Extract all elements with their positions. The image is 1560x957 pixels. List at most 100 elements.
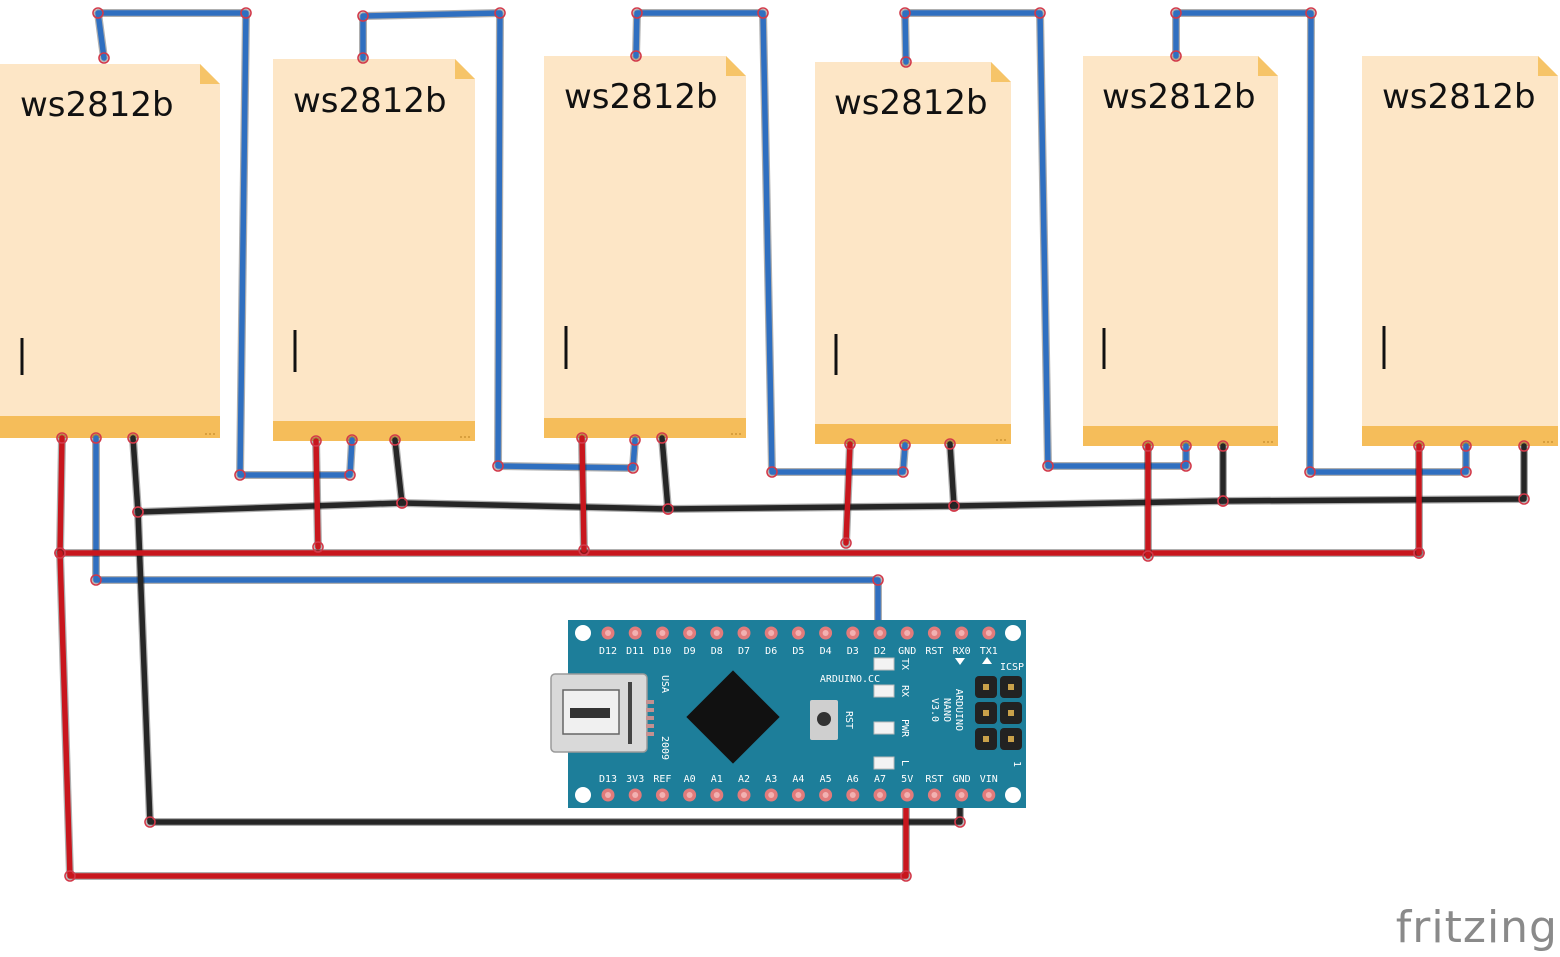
power-wire[interactable] <box>843 441 853 546</box>
wire-bendpoint[interactable] <box>1518 440 1530 452</box>
mounting-hole <box>575 787 591 803</box>
wire-bendpoint[interactable] <box>56 432 68 444</box>
model-label: V3.0 <box>929 698 940 722</box>
grip-dot <box>739 433 741 435</box>
wire-bendpoint[interactable] <box>662 503 674 515</box>
led-strip: ws2812b <box>815 62 1011 444</box>
ground-wire[interactable] <box>130 435 405 515</box>
ground-wire[interactable] <box>399 435 671 512</box>
wire-bendpoint[interactable] <box>1180 440 1192 452</box>
wire-bendpoint[interactable] <box>90 432 102 444</box>
ground-wire[interactable] <box>1220 443 1527 504</box>
wire-bendpoint[interactable] <box>127 432 139 444</box>
wire-bendpoint[interactable] <box>1413 440 1425 452</box>
wire-bendpoint[interactable] <box>627 462 639 474</box>
wire-bendpoint[interactable] <box>1217 440 1229 452</box>
wire-bendpoint[interactable] <box>98 52 110 64</box>
wire-bendpoint[interactable] <box>954 816 966 828</box>
wire-bendpoint[interactable] <box>1042 460 1054 472</box>
wire-bendpoint[interactable] <box>90 574 102 586</box>
grip-dot <box>213 433 215 435</box>
mounting-hole <box>1005 625 1021 641</box>
wire-bendpoint[interactable] <box>944 438 956 450</box>
wire-bendpoint[interactable] <box>54 547 66 559</box>
wire-bendpoint[interactable] <box>899 7 911 19</box>
wire-bendpoint[interactable] <box>346 434 358 446</box>
wire-bendpoint[interactable] <box>576 432 588 444</box>
wire-bendpoint[interactable] <box>948 500 960 512</box>
led-label: PWR <box>899 719 910 738</box>
icsp-pin-gold <box>1008 736 1014 742</box>
wire-bendpoint[interactable] <box>1142 440 1154 452</box>
data-wire-d2[interactable] <box>93 435 881 635</box>
mounting-hole <box>575 625 591 641</box>
wire-bendpoint[interactable] <box>1518 493 1530 505</box>
wire-bendpoint[interactable] <box>757 7 769 19</box>
pin-hole <box>904 630 911 636</box>
reset-button-cap[interactable] <box>817 712 831 726</box>
wire-bendpoint[interactable] <box>840 537 852 549</box>
pin-label-bottom: 5V <box>901 774 913 785</box>
pin-hole <box>713 630 720 636</box>
ground-wire-gnd[interactable] <box>135 509 963 825</box>
wire-bendpoint[interactable] <box>1180 460 1192 472</box>
wire-bendpoint[interactable] <box>897 466 909 478</box>
wire-bendpoint[interactable] <box>389 434 401 446</box>
wire-bendpoint[interactable] <box>1034 7 1046 19</box>
wire-bendpoint[interactable] <box>312 541 324 553</box>
data-wire[interactable] <box>902 10 1189 469</box>
pin-hole <box>958 792 965 798</box>
wire-bendpoint[interactable] <box>1413 547 1425 559</box>
wire-bendpoint[interactable] <box>844 438 856 450</box>
grip-dot <box>464 436 466 438</box>
usb-pad <box>646 716 654 720</box>
wire-bendpoint[interactable] <box>872 574 884 586</box>
wire-bendpoint[interactable] <box>630 50 642 62</box>
wire-bendpoint[interactable] <box>1170 50 1182 62</box>
wire-bendpoint[interactable] <box>144 816 156 828</box>
pin-hole <box>931 630 938 636</box>
wire-bendpoint[interactable] <box>132 506 144 518</box>
power-wire[interactable] <box>57 435 1422 556</box>
pin-label-top: D2 <box>874 646 886 657</box>
wire-bendpoint[interactable] <box>1304 466 1316 478</box>
wire-bendpoint[interactable] <box>92 7 104 19</box>
wire-bendpoint[interactable] <box>234 469 246 481</box>
wire-bendpoint[interactable] <box>1217 495 1229 507</box>
pin-label-bottom: A1 <box>711 774 723 785</box>
wire-bendpoint[interactable] <box>396 497 408 509</box>
data-wire[interactable] <box>95 10 355 478</box>
power-wire-5v[interactable] <box>57 550 909 879</box>
wire-bendpoint[interactable] <box>1142 550 1154 562</box>
wire-bendpoint[interactable] <box>344 469 356 481</box>
wire-bendpoint[interactable] <box>900 870 912 882</box>
wire-bendpoint[interactable] <box>1460 466 1472 478</box>
power-wire[interactable] <box>313 438 321 550</box>
icsp-label: ICSP <box>1000 662 1024 673</box>
wire-bendpoint[interactable] <box>494 7 506 19</box>
wire-bendpoint[interactable] <box>578 544 590 556</box>
wire-bendpoint[interactable] <box>766 466 778 478</box>
wire-bendpoint[interactable] <box>900 56 912 68</box>
wire-bendpoint[interactable] <box>357 52 369 64</box>
power-wire[interactable] <box>579 435 587 553</box>
wire-bendpoint[interactable] <box>899 439 911 451</box>
pin-hole <box>877 630 883 636</box>
wire-bendpoint[interactable] <box>492 460 504 472</box>
data-wire-d2-outline <box>92 434 882 636</box>
wire-bendpoint[interactable] <box>1460 440 1472 452</box>
strip-label: ws2812b <box>293 81 447 121</box>
strip-body <box>273 59 475 441</box>
wire-bendpoint[interactable] <box>310 435 322 447</box>
wire-bendpoint[interactable] <box>631 7 643 19</box>
wire-bendpoint[interactable] <box>1170 7 1182 19</box>
wire-bendpoint[interactable] <box>357 10 369 22</box>
wire-bendpoint[interactable] <box>240 7 252 19</box>
wire-bendpoint[interactable] <box>1305 7 1317 19</box>
wire-bendpoint[interactable] <box>629 434 641 446</box>
wire-bendpoint[interactable] <box>656 432 668 444</box>
usb-tongue <box>570 708 610 718</box>
wire-bendpoint[interactable] <box>64 870 76 882</box>
ground-wire[interactable] <box>665 441 957 512</box>
